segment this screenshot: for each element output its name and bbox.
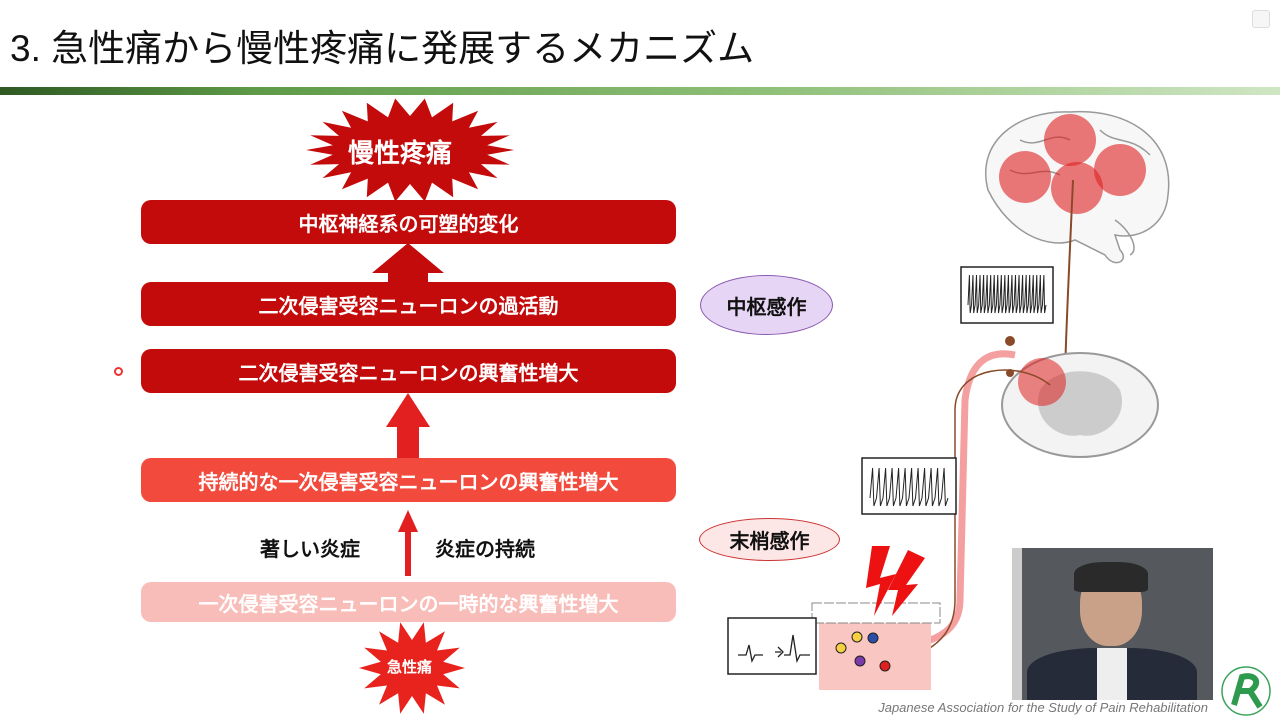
spinal-cord-section [1001, 352, 1159, 458]
arrow-up-icon [372, 243, 444, 283]
cause-severe-inflammation: 著しい炎症 [260, 537, 360, 561]
acute-pain-label: 急性痛 [387, 658, 433, 676]
peripheral-sensitization-label: 末梢感作 [699, 518, 840, 561]
chronic-pain-burst [306, 98, 514, 202]
central-sensitization-label: 中枢感作 [700, 275, 833, 335]
slide-title: 3. 急性痛から慢性疼痛に発展するメカニズム [10, 28, 755, 69]
footer-organization: Japanese Association for the Study of Pa… [878, 700, 1208, 715]
tissue-injury [811, 546, 941, 690]
moderate-firing-box [861, 457, 957, 515]
step-secondary-excitability: 二次侵害受容ニューロンの興奮性増大 [141, 349, 676, 393]
arrow-up-icon [386, 393, 430, 459]
slide-menu-icon[interactable] [1252, 10, 1270, 28]
step-cns-plasticity: 中枢神経系の可塑的変化 [141, 200, 676, 244]
step-persistent-primary: 持続的な一次侵害受容ニューロンの興奮性増大 [141, 458, 676, 502]
action-potential-box [727, 617, 817, 675]
pain-pathway-diagram [727, 110, 1170, 690]
high-frequency-firing-box [960, 266, 1054, 324]
laser-pointer-dot [114, 367, 123, 376]
presenter-video [1012, 548, 1213, 700]
title-divider [0, 87, 1280, 95]
arrow-up-icon [398, 510, 418, 576]
cause-persistent-inflammation: 炎症の持続 [435, 537, 535, 561]
brain-activity-regions [999, 114, 1146, 214]
step-secondary-hyperactivity: 二次侵害受容ニューロンの過活動 [141, 282, 676, 326]
chronic-pain-label: 慢性疼痛 [348, 139, 453, 169]
organization-logo [1221, 666, 1271, 716]
acute-pain-burst [359, 622, 465, 714]
step-transient-primary: 一次侵害受容ニューロンの一時的な興奮性増大 [141, 582, 676, 622]
